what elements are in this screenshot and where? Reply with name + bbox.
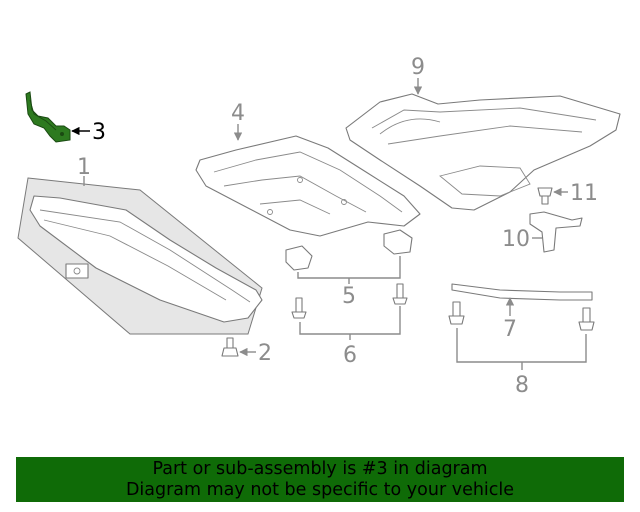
part-4-engine-cover[interactable] xyxy=(195,135,421,237)
part-1-front-cover[interactable] xyxy=(17,177,263,335)
part-5-retainer-a[interactable] xyxy=(285,245,313,271)
part-6-bolt-b[interactable] xyxy=(392,283,408,305)
banner-line-1: Part or sub-assembly is #3 in diagram xyxy=(152,458,488,479)
part-9-rear-cover[interactable] xyxy=(345,93,621,211)
callout-6: 6 xyxy=(343,343,357,368)
part-6-bolt-a[interactable] xyxy=(291,297,307,319)
bracket-6 xyxy=(299,306,401,335)
callout-11: 11 xyxy=(570,181,598,206)
part-10-bracket[interactable] xyxy=(529,211,583,253)
bracket-5 xyxy=(297,256,401,279)
bracket-8 xyxy=(456,328,587,363)
part-8-bolt-a[interactable] xyxy=(448,301,465,325)
info-banner: Part or sub-assembly is #3 in diagram Di… xyxy=(16,457,624,502)
callout-10: 10 xyxy=(502,227,530,252)
callout-9: 9 xyxy=(411,55,425,80)
banner-line-2: Diagram may not be specific to your vehi… xyxy=(125,479,515,500)
part-3-bracket[interactable] xyxy=(25,91,71,143)
part-2-clip[interactable] xyxy=(221,337,239,357)
part-5-retainer-b[interactable] xyxy=(383,229,413,255)
callout-2: 2 xyxy=(258,341,272,366)
callout-3: 3 xyxy=(92,120,106,145)
part-11-clip[interactable] xyxy=(537,187,553,205)
callout-4: 4 xyxy=(231,101,245,126)
callout-5: 5 xyxy=(342,284,356,309)
part-8-bolt-b[interactable] xyxy=(578,307,595,331)
callout-8: 8 xyxy=(515,373,529,398)
callout-7: 7 xyxy=(503,317,517,342)
part-7-stay[interactable] xyxy=(451,283,593,301)
callout-1: 1 xyxy=(77,155,91,180)
